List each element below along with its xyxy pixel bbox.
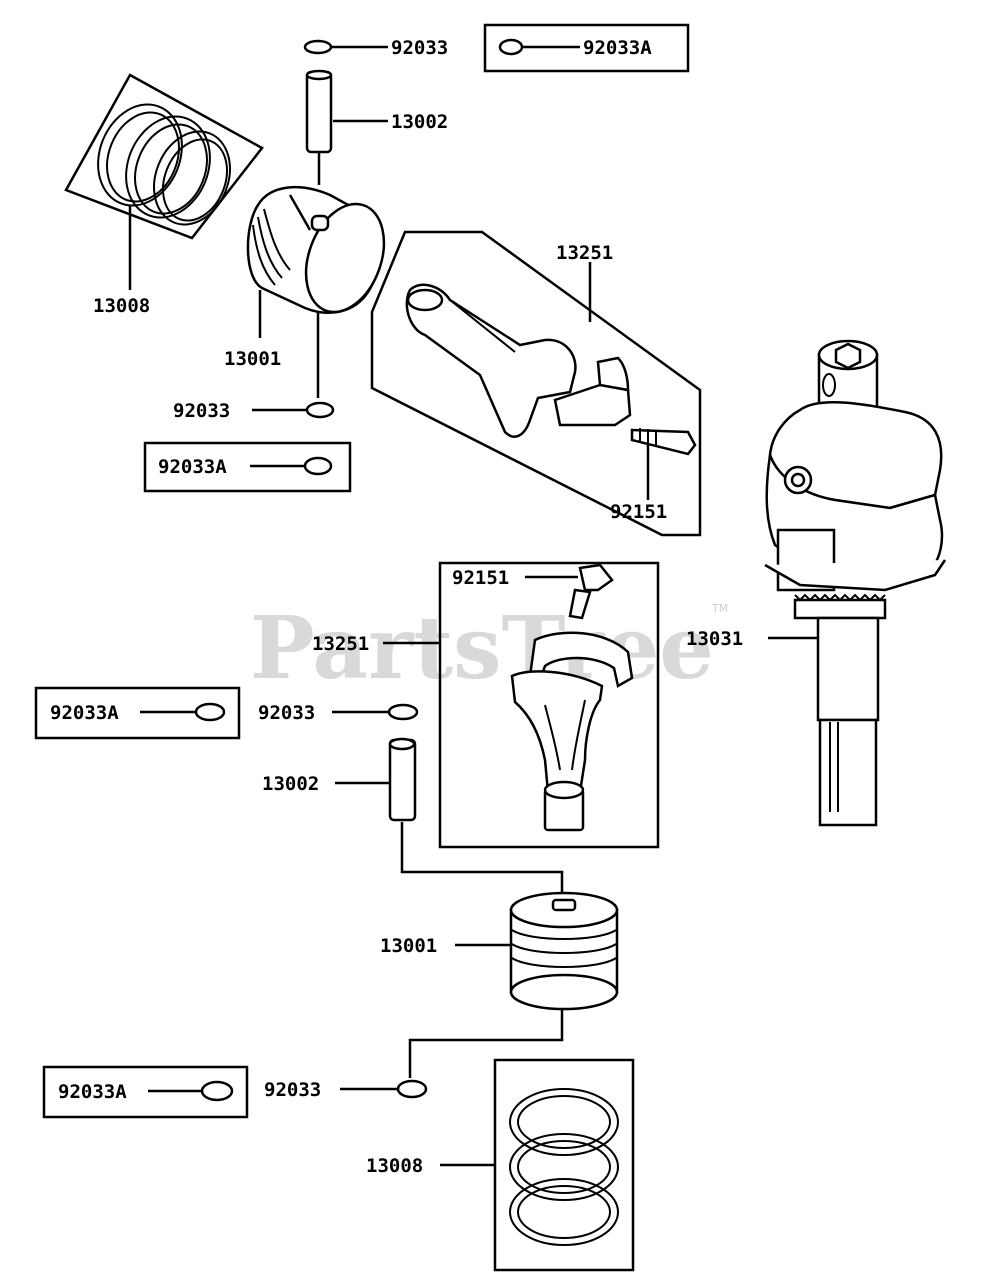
circlip-left-alt-box[interactable] bbox=[34, 686, 241, 740]
circlip-bottom-alt-box[interactable] bbox=[42, 1065, 249, 1119]
label-circlip-mid-alt[interactable]: 92033A bbox=[158, 456, 227, 478]
connecting-rod-bottom-part[interactable] bbox=[438, 561, 660, 849]
piston-top-part[interactable] bbox=[246, 185, 398, 323]
label-rod-bottom[interactable]: 13251 bbox=[312, 633, 369, 655]
circlip-mid-alt-box[interactable] bbox=[143, 441, 352, 493]
circlip-bottom-part[interactable] bbox=[396, 1079, 428, 1099]
label-circlip-bottom-alt[interactable]: 92033A bbox=[58, 1081, 127, 1103]
leader-piston-circlip-bottom bbox=[408, 1010, 564, 1078]
circlip-top-alt-box[interactable] bbox=[483, 23, 690, 73]
label-bolt-top[interactable]: 92151 bbox=[610, 501, 667, 523]
label-crankshaft[interactable]: 13031 bbox=[686, 628, 743, 650]
piston-pin-bottom-part[interactable] bbox=[388, 737, 417, 822]
watermark-text: PartsTree bbox=[250, 598, 714, 699]
label-piston-top[interactable]: 13001 bbox=[224, 348, 281, 370]
leader-pin-piston-bottom bbox=[400, 822, 564, 896]
piston-rings-bottom-part[interactable] bbox=[493, 1058, 635, 1272]
crankshaft-part[interactable] bbox=[764, 339, 947, 827]
label-rings-bottom[interactable]: 13008 bbox=[366, 1155, 423, 1177]
watermark-trademark: TM bbox=[711, 602, 728, 615]
piston-pin-top-part[interactable] bbox=[305, 69, 333, 154]
circlip-top-part[interactable] bbox=[303, 39, 333, 55]
piston-rings-top-part[interactable] bbox=[64, 73, 264, 240]
piston-bottom-part[interactable] bbox=[509, 891, 619, 1011]
label-circlip-top-alt[interactable]: 92033A bbox=[583, 37, 652, 59]
circlip-left-part[interactable] bbox=[387, 703, 419, 721]
label-circlip-mid[interactable]: 92033 bbox=[173, 400, 230, 422]
label-circlip-bottom[interactable]: 92033 bbox=[264, 1079, 321, 1101]
label-pin-top[interactable]: 13002 bbox=[391, 111, 448, 133]
label-circlip-left[interactable]: 92033 bbox=[258, 702, 315, 724]
label-piston-bottom[interactable]: 13001 bbox=[380, 935, 437, 957]
label-bolt-bottom[interactable]: 92151 bbox=[452, 567, 509, 589]
label-circlip-left-alt[interactable]: 92033A bbox=[50, 702, 119, 724]
label-circlip-top[interactable]: 92033 bbox=[391, 37, 448, 59]
circlip-mid-part[interactable] bbox=[305, 401, 335, 419]
label-pin-bottom[interactable]: 13002 bbox=[262, 773, 319, 795]
label-rod-top[interactable]: 13251 bbox=[556, 242, 613, 264]
label-rings-top[interactable]: 13008 bbox=[93, 295, 150, 317]
connecting-rod-top-part[interactable] bbox=[370, 230, 702, 537]
